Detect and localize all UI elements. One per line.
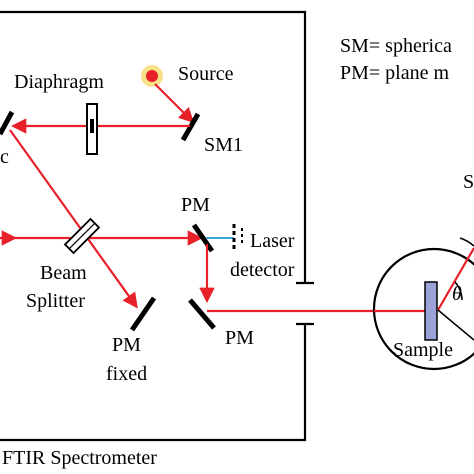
edge-label-c: c [0,146,9,168]
sample-compartment [372,247,474,371]
source-label: Source [178,63,234,85]
pm-bottom-label: PM [225,327,254,349]
edge-label-s: S [463,171,474,193]
detector-arc [459,237,474,247]
spectrometer-enclosure [0,10,307,442]
pm-bottom-mirror [188,298,216,330]
pm-fixed-label-2: fixed [106,363,147,385]
sample-holder [424,281,438,341]
beam-diagonal-to-fixed-pm [9,129,138,309]
diaphragm-label: Diaphragm [14,71,104,93]
ftir-spectrometer-label: FTIR Spectrometer [2,447,157,469]
pm-top-label: PM [181,194,210,216]
pm-fixed-mirror [129,296,157,332]
pm-moving-mirror [191,223,215,253]
angle-arc [454,281,463,301]
laser-label: Laser [250,230,295,252]
legend-pm: PM= plane m [340,62,449,84]
beam-reflected [437,247,474,311]
theta-label: θ [452,283,462,305]
source-icon [146,70,158,82]
angle-line [437,309,474,341]
sm1-mirror [180,112,201,142]
detector-label: detector [230,259,295,281]
diaphragm-aperture [90,119,94,133]
sm1-label: SM1 [204,134,243,156]
beam-splitter-label-1: Beam [40,262,87,284]
beam-source-to-sm1 [154,83,195,124]
pm-fixed-label-1: PM [112,334,141,356]
sample-label: Sample [393,339,453,361]
beam-splitter-label-2: Splitter [26,290,85,312]
legend-sm: SM= spherica [340,35,452,57]
beam-splitter-icon [63,217,101,255]
left-mirror [0,110,15,136]
